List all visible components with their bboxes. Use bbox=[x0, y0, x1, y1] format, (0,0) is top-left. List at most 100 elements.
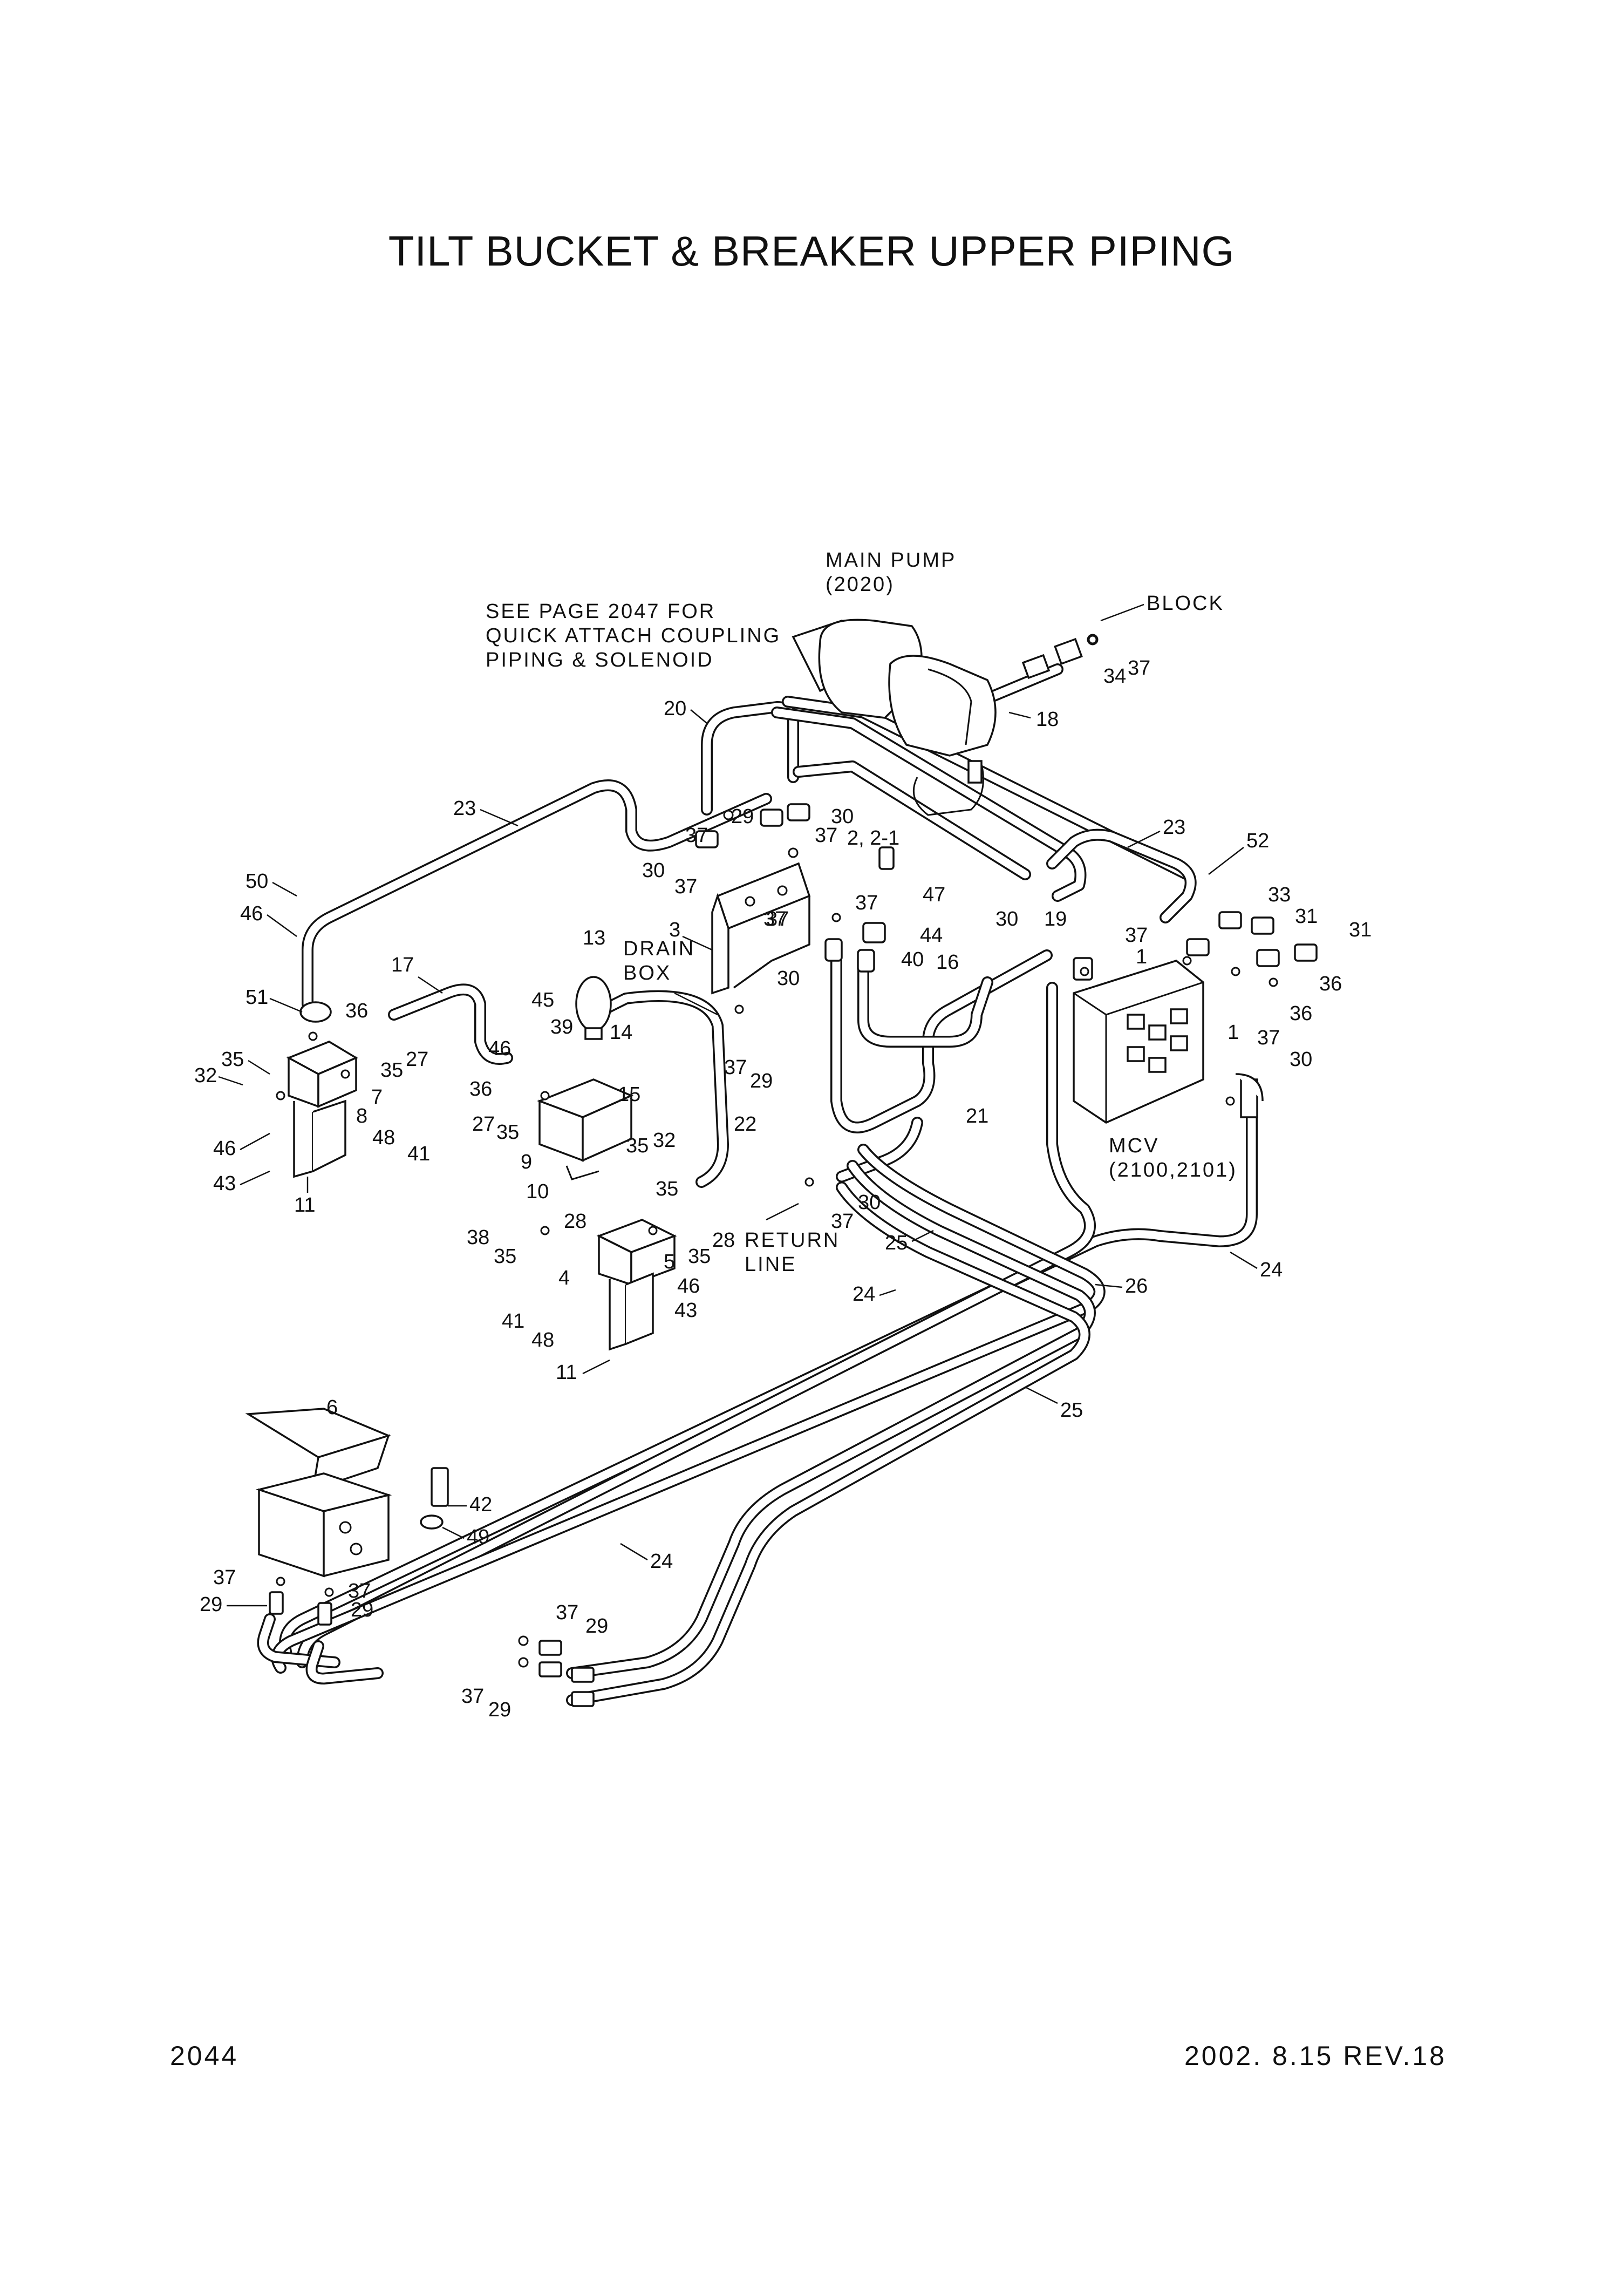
fitting-elbows bbox=[695, 803, 895, 973]
callout-40: 40 bbox=[901, 948, 924, 971]
callout-36: 36 bbox=[345, 1000, 368, 1022]
callout-47: 47 bbox=[923, 884, 945, 906]
callout-37: 37 bbox=[461, 1685, 484, 1708]
mcv-valve bbox=[1073, 960, 1264, 1124]
callout-43: 43 bbox=[213, 1172, 236, 1195]
callout-37: 37 bbox=[1128, 657, 1150, 680]
callout-37: 37 bbox=[855, 892, 878, 914]
drain-box-label-2: BOX bbox=[623, 962, 671, 984]
block-7 bbox=[286, 1001, 358, 1178]
callout-3: 3 bbox=[669, 919, 680, 941]
pipes bbox=[257, 663, 1258, 1706]
callout-37: 37 bbox=[763, 908, 786, 930]
callout-31: 31 bbox=[1349, 919, 1372, 941]
return-line-label-2: LINE bbox=[745, 1253, 796, 1276]
callout-36: 36 bbox=[469, 1078, 492, 1101]
callout-34: 34 bbox=[1103, 665, 1126, 688]
callout-37: 37 bbox=[674, 875, 697, 898]
pipe-22 bbox=[598, 990, 729, 1188]
callout-35: 35 bbox=[494, 1245, 516, 1268]
callout-37: 37 bbox=[685, 824, 708, 847]
callout-24: 24 bbox=[853, 1283, 875, 1306]
callout-15: 15 bbox=[618, 1083, 640, 1106]
pipe-24-lower bbox=[257, 1613, 384, 1684]
pipe-16 bbox=[830, 949, 1053, 1133]
callout-8: 8 bbox=[356, 1105, 367, 1127]
callout-37: 37 bbox=[1125, 924, 1148, 947]
callout-37: 37 bbox=[831, 1210, 854, 1233]
return-line-label-1: RETURN bbox=[745, 1229, 840, 1252]
callout-35: 35 bbox=[380, 1059, 403, 1082]
callouts: 50 46 51 35 32 46 43 36 35 27 7 8 48 41 … bbox=[194, 657, 1372, 1721]
callout-19: 19 bbox=[1044, 908, 1067, 930]
callout-35: 35 bbox=[626, 1135, 649, 1157]
callout-23: 23 bbox=[1163, 816, 1185, 839]
callout-37: 37 bbox=[213, 1566, 236, 1589]
callout-24: 24 bbox=[650, 1550, 673, 1573]
see-page-line-1: SEE PAGE 2047 FOR bbox=[486, 600, 715, 623]
callout-48: 48 bbox=[372, 1126, 395, 1149]
see-page-line-2: QUICK ATTACH COUPLING bbox=[486, 624, 781, 647]
callout-30: 30 bbox=[858, 1191, 881, 1214]
callout-30: 30 bbox=[642, 859, 665, 882]
page-title: TILT BUCKET & BREAKER UPPER PIPING bbox=[388, 227, 1235, 275]
callout-22: 22 bbox=[734, 1113, 756, 1136]
callout-46: 46 bbox=[240, 902, 263, 925]
callout-24: 24 bbox=[1260, 1259, 1283, 1281]
main-pump-page: (2020) bbox=[826, 573, 895, 596]
pipe-25-a bbox=[566, 1160, 1096, 1679]
callout-29: 29 bbox=[488, 1699, 511, 1721]
callout-9: 9 bbox=[521, 1151, 532, 1173]
callout-25: 25 bbox=[1060, 1399, 1083, 1422]
callout-41: 41 bbox=[407, 1143, 430, 1165]
callout-31: 31 bbox=[1295, 905, 1318, 928]
pedal-6 bbox=[245, 1408, 449, 1578]
callout-52: 52 bbox=[1246, 830, 1269, 852]
callout-6: 6 bbox=[326, 1396, 338, 1419]
callout-32: 32 bbox=[194, 1064, 217, 1087]
callout-36: 36 bbox=[1319, 973, 1342, 995]
callout-28: 28 bbox=[564, 1210, 587, 1233]
callout-50: 50 bbox=[246, 870, 268, 893]
callout-30: 30 bbox=[1290, 1048, 1312, 1071]
callout-10: 10 bbox=[526, 1180, 549, 1203]
callout-46: 46 bbox=[488, 1037, 511, 1060]
callout-16: 16 bbox=[936, 951, 959, 974]
mcv-label: MCV bbox=[1109, 1135, 1159, 1157]
main-pump bbox=[792, 619, 1099, 757]
callout-41: 41 bbox=[502, 1310, 524, 1333]
callout-30: 30 bbox=[831, 805, 854, 828]
accumulator-13 bbox=[537, 976, 634, 1180]
pipe-23-right bbox=[1046, 828, 1197, 923]
callout-28: 28 bbox=[712, 1229, 735, 1252]
callout-7: 7 bbox=[371, 1086, 383, 1109]
pipe-20 bbox=[701, 701, 799, 816]
callout-37: 37 bbox=[724, 1056, 747, 1079]
callout-23: 23 bbox=[453, 797, 476, 820]
callout-37: 37 bbox=[348, 1580, 371, 1602]
callout-46: 46 bbox=[213, 1137, 236, 1160]
callout-20: 20 bbox=[664, 697, 686, 720]
callout-37: 37 bbox=[1257, 1027, 1280, 1049]
callout-11: 11 bbox=[294, 1194, 315, 1217]
callout-4: 4 bbox=[558, 1267, 570, 1289]
callout-5: 5 bbox=[664, 1251, 675, 1273]
pipe-26 bbox=[271, 1144, 1106, 1674]
revision-date: 2002. 8.15 REV.18 bbox=[1184, 2041, 1447, 2071]
fittings-right bbox=[1073, 911, 1318, 981]
callout-29: 29 bbox=[200, 1593, 222, 1616]
callout-35: 35 bbox=[496, 1121, 519, 1144]
callout-36: 36 bbox=[1290, 1002, 1312, 1025]
callout-29: 29 bbox=[750, 1070, 773, 1092]
block-label: BLOCK bbox=[1147, 592, 1224, 615]
callout-27: 27 bbox=[472, 1113, 495, 1136]
callout-51: 51 bbox=[246, 986, 268, 1009]
drain-box-label-1: DRAIN bbox=[623, 938, 695, 960]
callout-48: 48 bbox=[531, 1329, 554, 1351]
callout-37: 37 bbox=[766, 908, 789, 930]
notes: MAIN PUMP (2020) BLOCK SEE PAGE 2047 FOR… bbox=[486, 549, 1236, 1276]
callout-2-2-1: 2, 2-1 bbox=[847, 827, 899, 850]
block-4 bbox=[596, 1219, 677, 1351]
callout-29: 29 bbox=[351, 1599, 373, 1621]
